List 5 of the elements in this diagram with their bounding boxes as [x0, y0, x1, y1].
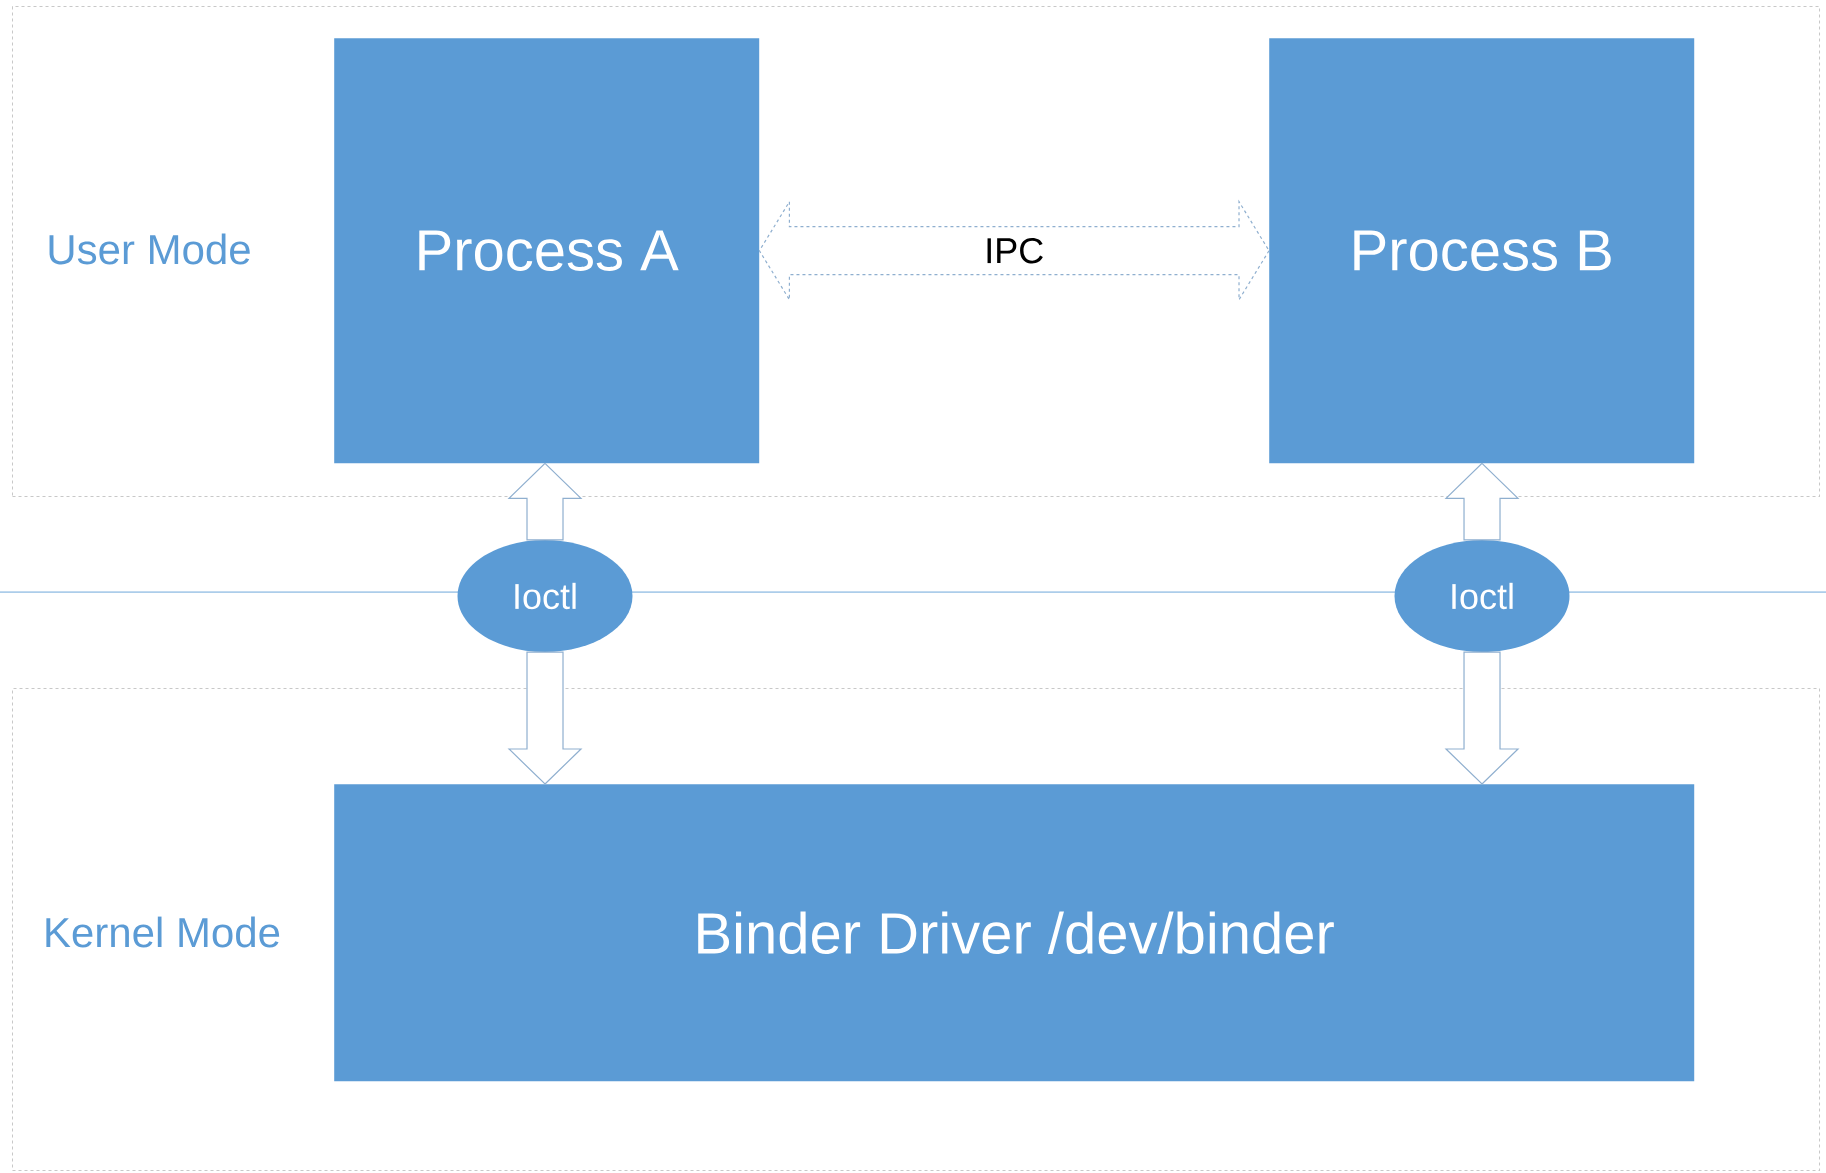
process-box: Process B	[1269, 38, 1695, 464]
driver-box: Binder Driver /dev/binder	[334, 784, 1695, 1082]
edge-label: IPC	[987, 237, 1043, 264]
hollow-arrow	[758, 199, 1270, 302]
process-box: Process A	[334, 38, 760, 464]
